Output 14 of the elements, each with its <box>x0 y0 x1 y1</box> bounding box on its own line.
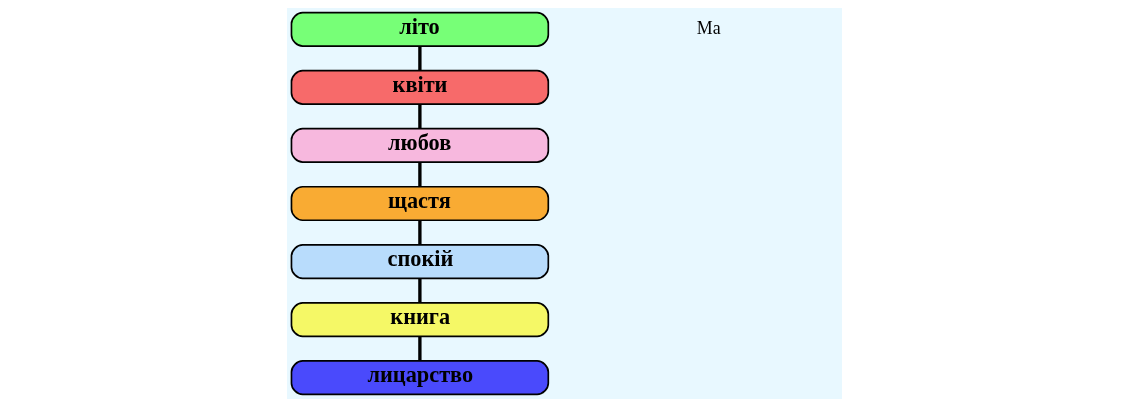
node-box: щастя <box>290 185 549 222</box>
connector <box>417 220 422 245</box>
connector <box>417 162 422 187</box>
node-box: книга <box>290 302 549 338</box>
node-box: літо <box>290 11 549 47</box>
node-box: квіти <box>290 69 549 105</box>
connector <box>417 104 422 129</box>
node-box: спокій <box>290 244 549 280</box>
node-box: любов <box>290 127 549 163</box>
node-box: лицарство <box>290 360 549 396</box>
connector <box>417 336 422 361</box>
label: Ма <box>696 17 721 38</box>
connector <box>417 278 422 303</box>
connector <box>417 46 422 71</box>
